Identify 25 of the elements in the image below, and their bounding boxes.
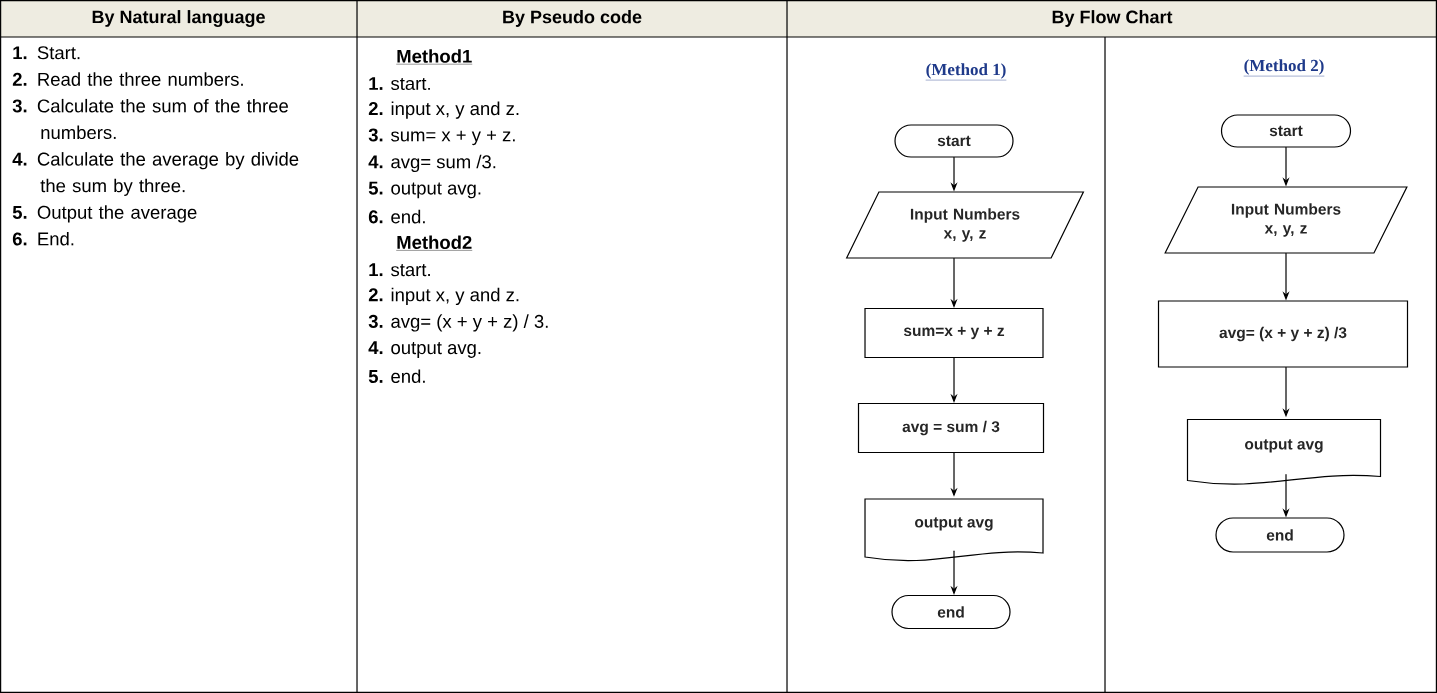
list-item: 2. Read the three numbers. (12, 72, 243, 86)
list-item: 3. sum= x + y + z. (368, 128, 515, 146)
list-item: 6. end. (368, 209, 425, 224)
list-item: 5. end. (368, 369, 425, 383)
list-item: 2. input x, y and z. (368, 287, 519, 305)
input-parallelogram: Input Numbers x, y, z (1164, 186, 1408, 254)
list-item: 2. input x, y and z. (368, 101, 519, 119)
list-item: 1. start. (369, 77, 430, 91)
list-item: 1. start. (369, 263, 430, 277)
process-box: sum=x + y + z (864, 307, 1044, 359)
section-heading: Method2 (396, 235, 473, 251)
section-heading: Method1 (396, 49, 473, 65)
list-item: 5. Output the average (12, 205, 197, 223)
list-item: 1. Start. (13, 46, 80, 60)
list-item: 4. Calculate the average by divide the sum by three. (12, 152, 299, 196)
chart-heading: (Method 2) (1243, 59, 1325, 77)
list-item: 4. avg= sum /3. (368, 154, 496, 172)
process-box: avg = sum / 3 (857, 402, 1045, 454)
list-item: 5. output avg. (368, 181, 481, 199)
list-item: 3. Calculate the sum of the three numbers. (12, 98, 288, 140)
list-item: 6. End. (12, 231, 74, 246)
list-item: 4. output avg. (368, 341, 481, 358)
process-box: avg= (x + y + z) /3 (1157, 300, 1409, 368)
list-item: 3. avg= (x + y + z) / 3. (368, 314, 548, 332)
chart-heading: (Method 1) (925, 63, 1007, 81)
